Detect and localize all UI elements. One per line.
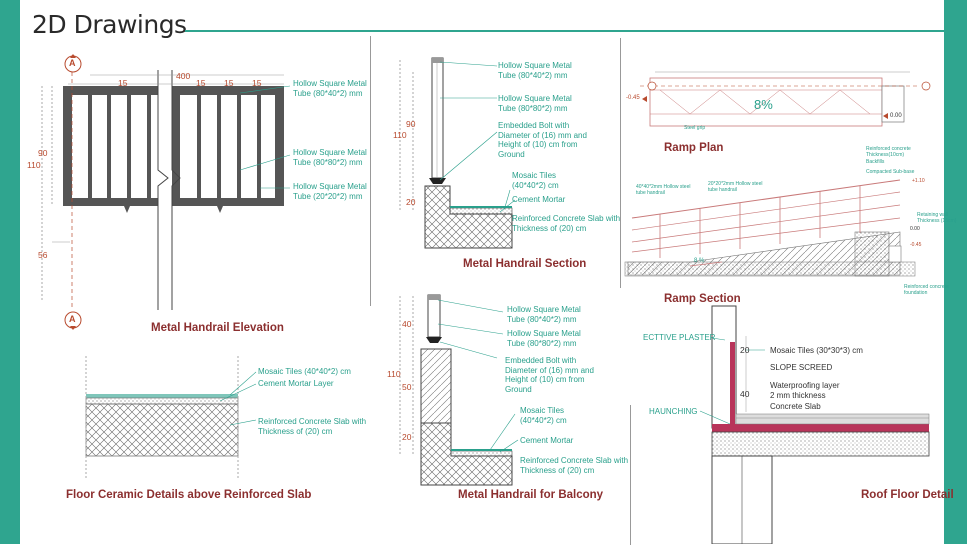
roof-left-note: HAUNCHING <box>649 407 698 416</box>
dim-seg: 15 <box>224 78 234 88</box>
elevation-note: Hollow Square Metal Tube (20*20*2) mm <box>293 182 367 201</box>
dim-seg: 15 <box>118 78 128 88</box>
dim-h40: 40 <box>402 319 412 329</box>
balcony-drawing <box>399 294 519 486</box>
roof-note: Mosaic Tiles (30*30*3) cm <box>770 346 863 355</box>
roof-note: Waterproofing layer 2 mm thickness <box>770 381 840 400</box>
caption-floor-detail: Floor Ceramic Details above Reinforced S… <box>66 489 312 501</box>
elevation-note: Hollow Square Metal Tube (80*40*2) mm <box>293 79 367 98</box>
caption-roof: Roof Floor Detail <box>861 489 954 501</box>
dim-seg: 15 <box>196 78 206 88</box>
page-title: 2D Drawings <box>32 10 187 39</box>
dim-h90: 90 <box>38 148 48 158</box>
ramp-section-level: -0.45 <box>910 242 922 248</box>
caption-balcony: Metal Handrail for Balcony <box>458 489 604 501</box>
dim-h110: 110 <box>393 130 407 140</box>
section-note: Hollow Square Metal Tube (80*40*2) mm <box>498 61 572 80</box>
ramp-section-label: Reinforced concrete foundation <box>904 284 949 296</box>
ramp-section-slope: 8 % <box>694 258 705 264</box>
ramp-plan-legend: Reinforced concrete Thickness(10cm) <box>866 146 911 158</box>
balcony-note: Embedded Bolt with Diameter of (16) mm a… <box>505 356 594 394</box>
right-accent-notch <box>936 60 944 493</box>
ramp-section-label: Retaining wall Thickness (15cm) <box>917 212 957 224</box>
section-marker-top: A <box>69 58 76 68</box>
ramp-plan-legend: Backfills <box>866 159 885 165</box>
balcony-note: Mosaic Tiles (40*40*2) cm <box>520 406 567 425</box>
dim-h20: 20 <box>406 197 416 207</box>
roof-detail-drawing <box>699 305 930 544</box>
caption-handrail-section: Metal Handrail Section <box>463 258 587 270</box>
ramp-section-drawing <box>624 179 916 277</box>
right-accent-bar <box>944 0 967 544</box>
dim-seg: 15 <box>252 78 262 88</box>
floor-note: Reinforced Concrete Slab with Thickness … <box>258 417 367 436</box>
ramp-plan-grip-label: Steel grip <box>684 125 706 131</box>
elevation-note: Hollow Square Metal Tube (80*80*2) mm <box>293 148 367 167</box>
section-marker-bottom: A <box>69 314 76 324</box>
dim-d40: 40 <box>740 389 750 399</box>
dim-total: 400 <box>176 71 191 81</box>
title-rule <box>185 30 944 32</box>
section-note: Cement Mortar <box>512 195 566 204</box>
dim-h110: 110 <box>27 160 41 170</box>
divider <box>630 405 631 545</box>
divider <box>620 38 621 288</box>
caption-ramp-plan: Ramp Plan <box>664 142 724 154</box>
balcony-note: Reinforced Concrete Slab with Thickness … <box>520 456 629 475</box>
handrail-section-drawing <box>399 57 516 249</box>
dim-h20: 20 <box>402 432 412 442</box>
caption-elevation: Metal Handrail Elevation <box>151 322 284 334</box>
dim-h50: 50 <box>402 382 412 392</box>
floor-note: Mosaic Tiles (40*40*2) cm <box>258 367 351 376</box>
caption-ramp-section: Ramp Section <box>664 293 741 305</box>
roof-note: SLOPE SCREED <box>770 363 833 372</box>
section-note: Reinforced Concrete Slab with Thickness … <box>512 214 621 233</box>
section-note: Embedded Bolt with Diameter of (16) mm a… <box>498 121 587 159</box>
balcony-note: Hollow Square Metal Tube (80*80*2) mm <box>507 329 581 348</box>
dim-h110: 110 <box>387 369 401 379</box>
floor-note: Cement Mortar Layer <box>258 379 334 388</box>
section-note: Mosaic Tiles (40*40*2) cm <box>512 171 559 190</box>
dim-h90: 90 <box>406 119 416 129</box>
ramp-section-label: 20*20*2mm Hollow steel tube handrail <box>708 181 763 193</box>
ramp-plan-drawing <box>640 71 931 127</box>
dim-h56: 56 <box>38 250 48 260</box>
dim-d20: 20 <box>740 345 750 355</box>
elevation-drawing <box>41 54 291 330</box>
floor-detail-drawing <box>85 356 257 480</box>
roof-left-note: ECTTIVE PLASTER <box>643 333 716 342</box>
ramp-section-level: +1.10 <box>912 178 925 184</box>
ramp-section-level: 0.00 <box>910 226 920 232</box>
ramp-plan-level-right: 0.00 <box>890 113 902 119</box>
ramp-plan-level-left: -0.45 <box>626 95 640 101</box>
ramp-section-label: 40*40*2mm Hollow steel tube handrail <box>636 184 691 196</box>
divider <box>370 36 371 306</box>
ramp-plan-legend: Compacted Sub-base <box>866 169 915 175</box>
ramp-plan-slope: 8% <box>754 97 773 112</box>
section-note: Hollow Square Metal Tube (80*80*2) mm <box>498 94 572 113</box>
balcony-note: Hollow Square Metal Tube (80*40*2) mm <box>507 305 581 324</box>
roof-note: Concrete Slab <box>770 402 821 411</box>
left-accent-bar <box>0 0 20 544</box>
balcony-note: Cement Mortar <box>520 436 574 445</box>
